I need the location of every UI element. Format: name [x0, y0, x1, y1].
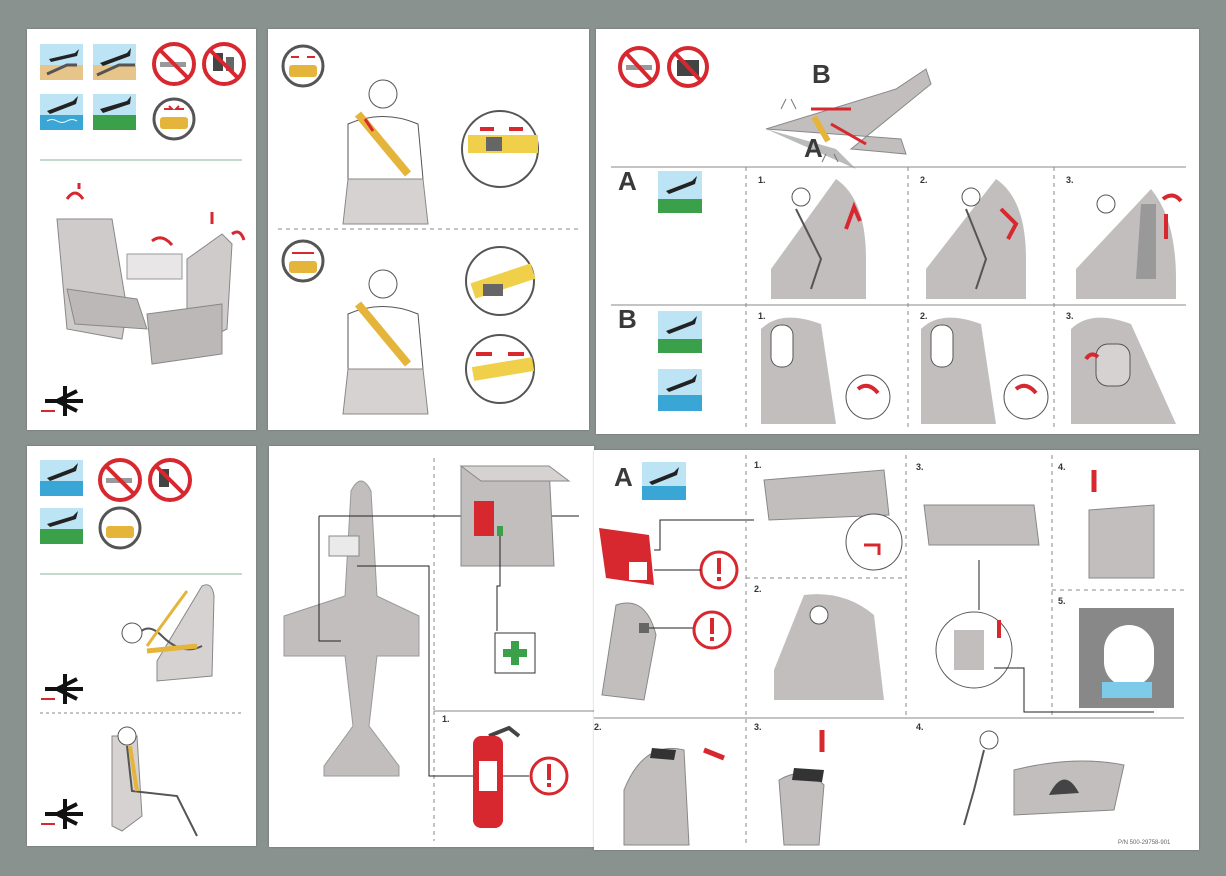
part-number: P/N 500-29758-901: [1118, 840, 1171, 846]
extinguisher-step3: [778, 730, 825, 846]
step-a3-number: 3.: [1066, 175, 1074, 185]
no-smoking-icon: [618, 46, 660, 88]
no-electronics-icon: [202, 42, 246, 86]
panel-equipment-art: [283, 458, 594, 841]
no-baggage-icon: [667, 46, 709, 88]
landing-icon: [40, 44, 136, 80]
step-b2-number: 2.: [920, 311, 928, 321]
extinguisher-step-number: 1.: [442, 714, 450, 724]
raft-step3: [923, 504, 1040, 689]
ditching-icon: [40, 460, 83, 544]
plane-direction-icon: [41, 674, 83, 829]
door-b-step1: [761, 317, 891, 424]
no-smoking-icon: [98, 458, 142, 502]
raft-step5: [1079, 608, 1174, 708]
extinguisher-step4: [963, 730, 1125, 826]
seatbelt-fasten-icon: [281, 44, 325, 88]
step-a2-number: 2.: [920, 175, 928, 185]
raft-step2: [774, 594, 884, 700]
door-a-step1: [771, 179, 866, 299]
section-a-label: A: [614, 462, 633, 492]
seatbelt-release-icon: [281, 239, 325, 283]
raft-step2-number: 2.: [754, 584, 762, 594]
extinguisher-step3-number: 3.: [754, 722, 762, 732]
caution-icon: [692, 610, 732, 650]
first-aid-icon: [494, 632, 536, 674]
no-smoking-icon: [152, 42, 196, 86]
door-b-step2: [921, 317, 1049, 424]
panel-brace-position-art: [40, 458, 242, 837]
raft-step1: [763, 469, 903, 571]
step-b1-number: 1.: [758, 311, 766, 321]
extinguisher-step2-number: 2.: [594, 722, 602, 732]
raft-step1-number: 1.: [754, 460, 762, 470]
step-a1-number: 1.: [758, 175, 766, 185]
landing-icon: [658, 311, 702, 353]
raft-step3-number: 3.: [916, 462, 924, 472]
door-a-step3: [1076, 189, 1183, 299]
seatbelt-icon: [98, 506, 142, 550]
cabinet-illustration: [459, 465, 571, 567]
door-seal-illustration: [601, 602, 657, 701]
buckle-close-detail: [461, 110, 539, 188]
passenger-fasten-illustration: [342, 79, 429, 225]
aircraft-exits-diagram: [765, 68, 932, 169]
ditching-icon: [658, 369, 702, 411]
exit-b-label: B: [812, 59, 831, 89]
aircraft-top-view: [283, 480, 420, 777]
life-raft-pack: [599, 528, 654, 585]
panel-seat-position-art: [40, 42, 246, 416]
panel-procedures-art: [594, 455, 1184, 846]
plane-direction-icon: [41, 386, 83, 416]
brace-upright-illustration: [111, 726, 198, 837]
panel-equipment: 1.: [269, 446, 594, 847]
no-electronics-icon: [148, 458, 192, 502]
raft-step5-number: 5.: [1058, 596, 1066, 606]
ditching-icon: [40, 94, 136, 130]
door-a-step2: [926, 179, 1026, 299]
buckle-lift-detail: [465, 246, 536, 404]
panel-seat-position: [27, 29, 256, 430]
panel-seatbelt-art: [278, 44, 578, 415]
seat-adjust-illustration: [56, 183, 246, 365]
panel-procedures: A 1. 2. 3. 4. 5. 2. 3. 4. P/N 500-29758-…: [594, 450, 1199, 850]
brace-forward-illustration: [121, 584, 215, 682]
section-a-label: A: [618, 166, 637, 196]
panel-brace-position: [27, 446, 256, 846]
raft-step4-number: 4.: [1058, 462, 1066, 472]
step-b3-number: 3.: [1066, 311, 1074, 321]
caution-icon: [529, 756, 569, 796]
exit-a-label: A: [804, 133, 823, 163]
panel-seatbelt: [268, 29, 589, 430]
passenger-release-illustration: [342, 269, 429, 415]
caution-icon: [699, 550, 739, 590]
ditching-icon: [642, 462, 686, 500]
seatbelt-icon: [152, 97, 196, 141]
extinguisher-step2: [623, 747, 725, 846]
extinguisher-step4-number: 4.: [916, 722, 924, 732]
landing-icon: [658, 171, 702, 213]
door-b-step3: [1071, 317, 1176, 424]
section-b-label: B: [618, 304, 637, 334]
panel-exits: B A A B 1. 2. 3. 1. 2. 3.: [596, 29, 1199, 434]
fire-extinguisher-icon: [473, 725, 521, 828]
raft-step4: [1088, 470, 1155, 579]
panel-exits-art: [611, 46, 1186, 429]
